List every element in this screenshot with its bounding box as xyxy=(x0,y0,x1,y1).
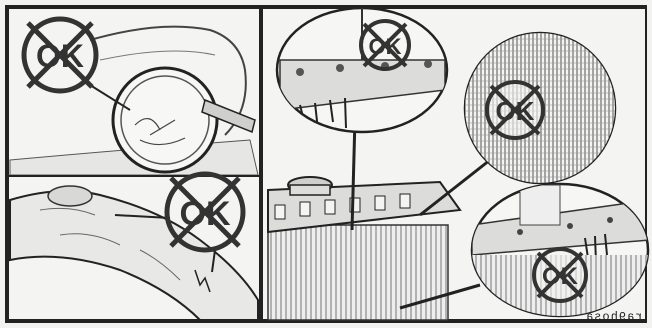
not-ok-stamp: OK xyxy=(487,82,543,138)
magnifier-lens xyxy=(113,68,217,172)
panel-hose-clamp: OK xyxy=(8,8,260,176)
panel-radiator: OK OK xyxy=(262,8,652,325)
not-ok-stamp: OK xyxy=(534,249,586,301)
figure-caption: ra9hosa xyxy=(585,310,642,324)
radiator-core xyxy=(268,225,448,320)
panel-hose-crack: OK xyxy=(8,174,260,320)
detail-seam-leak: OK xyxy=(277,8,447,132)
